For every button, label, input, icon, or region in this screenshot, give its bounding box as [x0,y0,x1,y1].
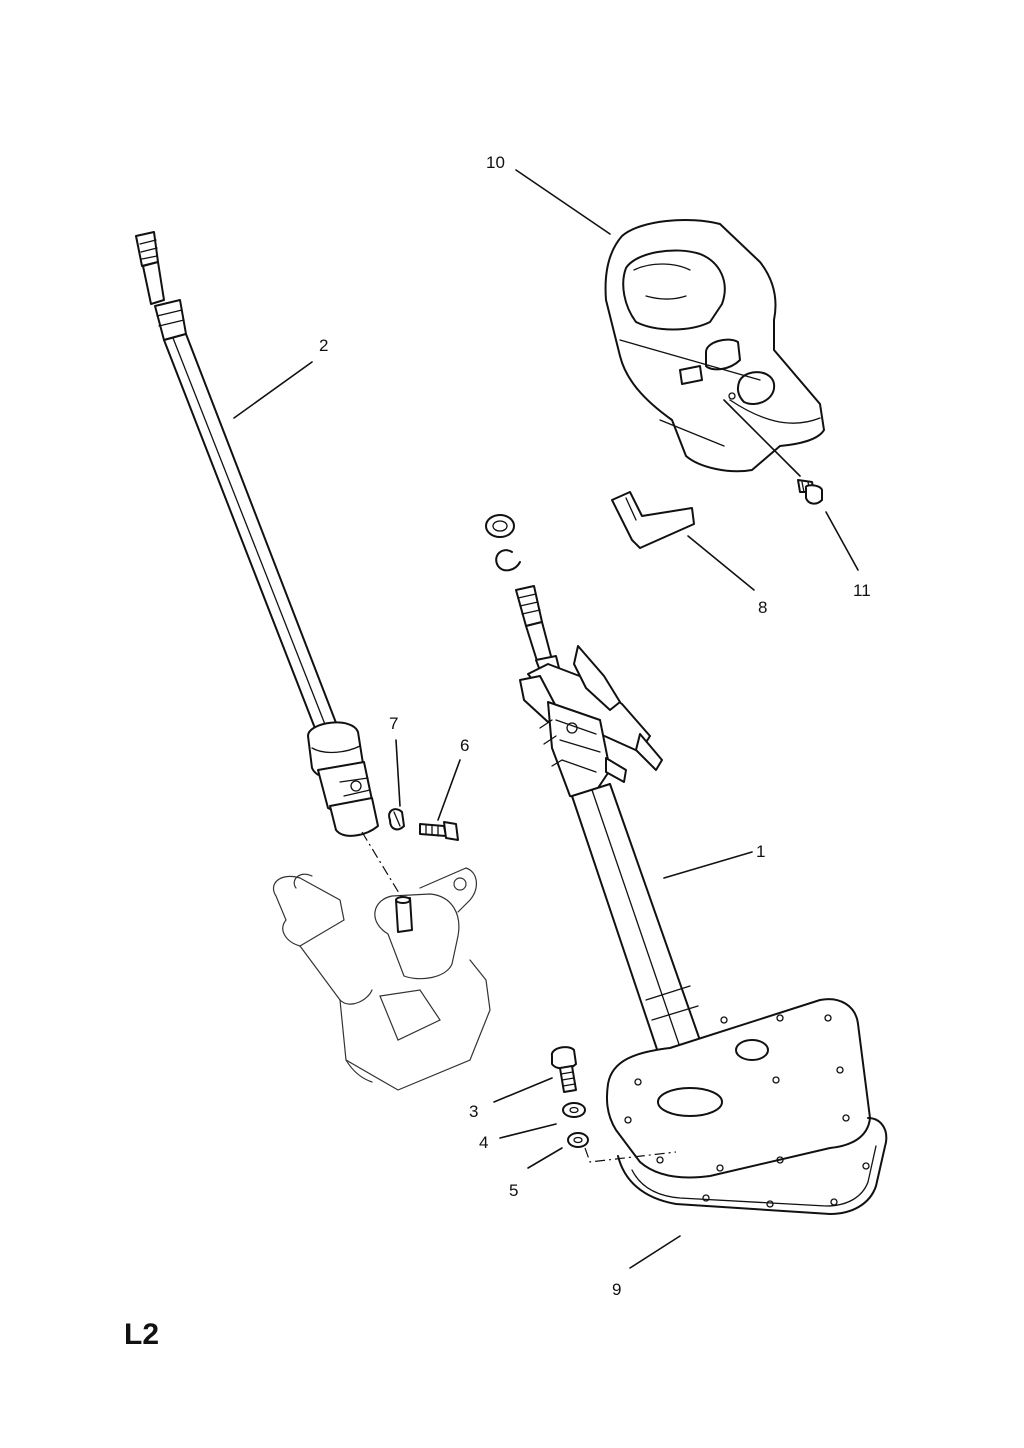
callout-1: 1 [756,842,765,861]
clip [611,491,695,549]
nut [388,808,405,831]
bolt [550,1046,577,1093]
screw [797,479,823,505]
steering-column [515,585,871,1179]
callout-9: 9 [612,1280,621,1299]
callout-11: 11 [853,581,871,600]
callout-labels: 1 2 3 4 5 6 7 8 9 10 11 [319,153,871,1299]
callout-4: 4 [479,1133,488,1152]
leader-lines [233,169,859,1269]
sheet-id: L2 [124,1318,160,1351]
spring-washer [562,1102,586,1118]
circlip [495,549,521,572]
callout-5: 5 [509,1181,518,1200]
washer [567,1132,589,1148]
column-shroud [604,219,825,473]
gasket [617,1117,888,1215]
steering-gear [272,867,491,1091]
callout-7: 7 [389,714,398,733]
callout-2: 2 [319,336,328,355]
bush [485,514,515,538]
callout-6: 6 [460,736,469,755]
callout-8: 8 [758,598,767,617]
callout-10: 10 [486,153,505,172]
intermediate-shaft [135,231,379,837]
callout-3: 3 [469,1102,478,1121]
clamp-bolt [419,821,459,841]
